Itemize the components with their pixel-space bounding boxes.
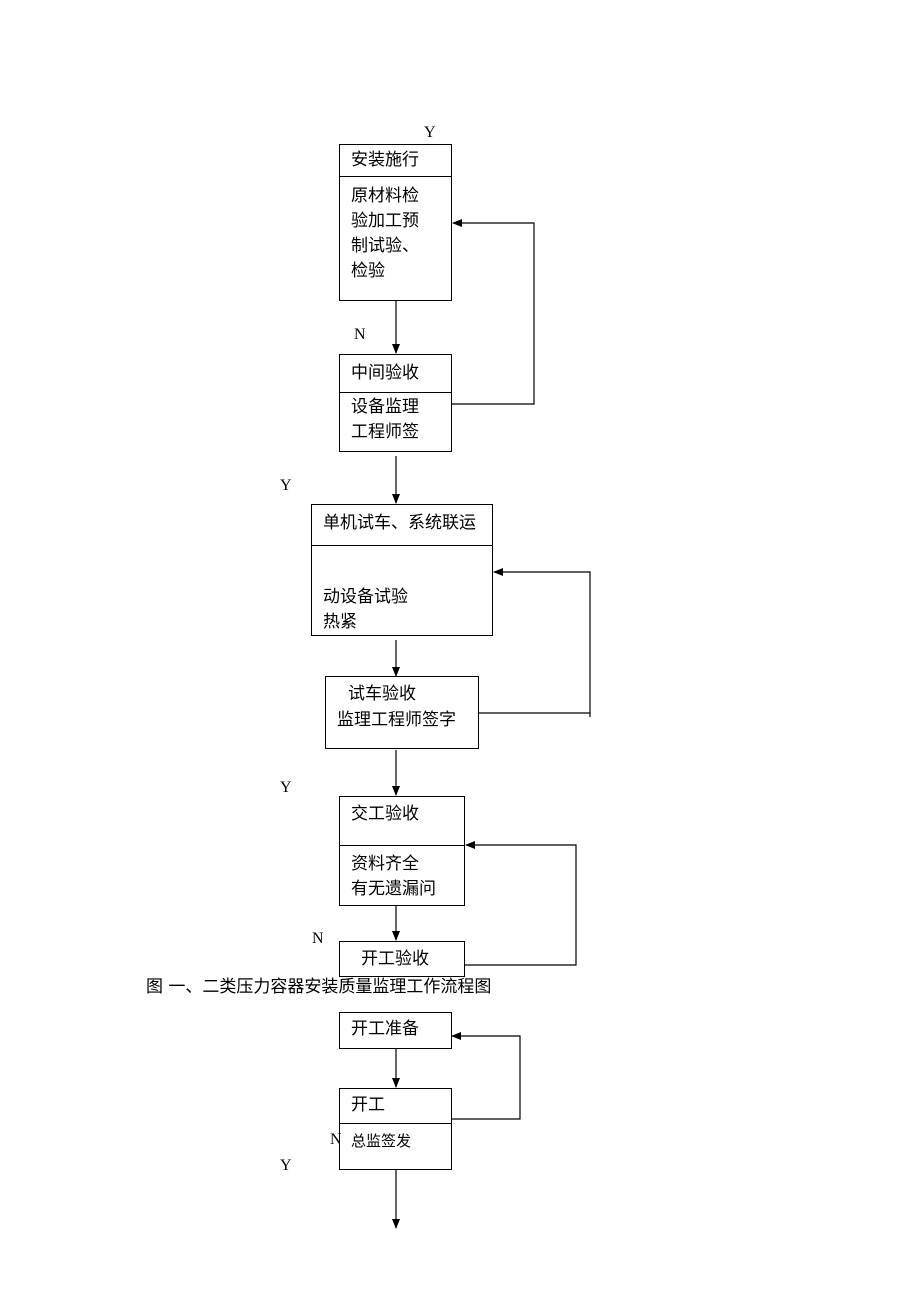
mid-accept-title: 中间验收	[351, 363, 419, 383]
label-y-top: Y	[424, 124, 436, 141]
label-n-2: N	[312, 930, 324, 947]
install-box-body: 原材料检验加工预制试验、检验	[340, 177, 451, 300]
start-accept-box: 开工验收	[339, 941, 465, 977]
install-body: 原材料检验加工预制试验、检验	[351, 186, 419, 281]
trial-accept-line2: 监理工程师签字	[337, 710, 456, 730]
install-box-header: 安装施行	[340, 145, 451, 177]
handover-body-area: 资料齐全 有无遗漏问	[340, 846, 464, 905]
figure-caption: 图 一、二类压力容器安装质量监理工作流程图	[146, 977, 492, 997]
loop-trial-accept	[479, 568, 591, 714]
trial-box: 单机试车、系统联运 动设备试验 热紧	[311, 504, 493, 636]
handover-header: 交工验收	[340, 797, 464, 846]
start-body: 总监签发	[351, 1132, 412, 1150]
start-header: 开工	[340, 1089, 451, 1124]
handover-body-line1: 资料齐全	[351, 854, 419, 874]
trial-accept-box: 试车验收 监理工程师签字	[325, 676, 479, 749]
trial-header: 单机试车、系统联运	[312, 505, 492, 546]
mid-accept-box: 中间验收 设备监理工程师签	[339, 354, 452, 452]
start-title: 开工	[351, 1095, 385, 1115]
loop-handover	[465, 841, 577, 966]
start-box: 开工 总监签发	[339, 1088, 452, 1170]
start-body-area: 总监签发	[340, 1124, 451, 1169]
label-y-start: Y	[280, 1157, 292, 1174]
mid-accept-body-area: 设备监理工程师签	[340, 393, 451, 451]
trial-title: 单机试车、系统联运	[323, 513, 476, 533]
handover-title: 交工验收	[351, 804, 419, 824]
start-accept-title: 开工验收	[361, 949, 429, 969]
trial-body-line1: 动设备试验	[323, 587, 408, 607]
label-n-start: N	[330, 1131, 342, 1148]
trial-body-area: 动设备试验 热紧	[312, 546, 492, 635]
prepare-box: 开工准备	[339, 1012, 452, 1049]
prepare-title: 开工准备	[351, 1019, 419, 1039]
handover-body-line2: 有无遗漏问	[351, 879, 436, 899]
mid-accept-body: 设备监理工程师签	[351, 397, 419, 442]
loop-start	[451, 1032, 521, 1120]
handover-box: 交工验收 资料齐全 有无遗漏问	[339, 796, 465, 906]
trial-body-line2: 热紧	[323, 612, 357, 632]
install-box: 安装施行 原材料检验加工预制试验、检验	[339, 144, 452, 301]
label-y-2: Y	[280, 477, 292, 494]
mid-accept-header: 中间验收	[340, 355, 451, 393]
install-title: 安装施行	[351, 150, 419, 170]
label-y-3: Y	[280, 779, 292, 796]
label-n-1: N	[354, 326, 366, 343]
loop-mid-accept	[452, 219, 535, 405]
trial-accept-line1: 试车验收	[348, 684, 416, 704]
